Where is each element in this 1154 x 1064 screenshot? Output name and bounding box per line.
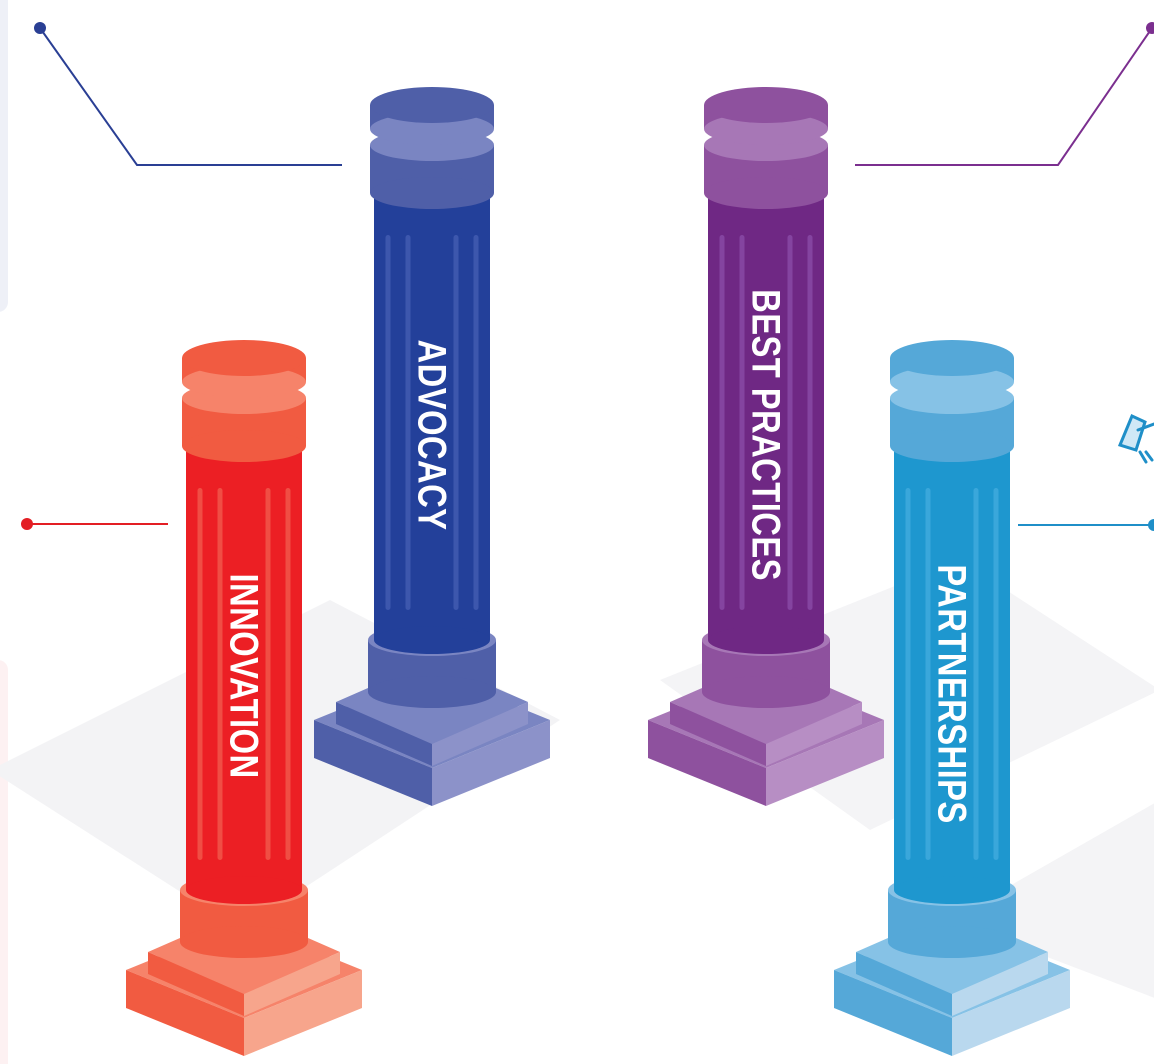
connector-dot (1148, 519, 1154, 531)
pillar-partnerships: PARTNERSHIPS (834, 340, 1070, 1056)
connector-best-practices (855, 22, 1154, 166)
pillar-label-best-practices: BEST PRACTICES (744, 289, 789, 581)
pillar-label-partnerships: PARTNERSHIPS (930, 564, 975, 823)
connector-dot (21, 518, 33, 530)
pillar-label-innovation: INNOVATION (222, 573, 267, 778)
pillar-innovation: INNOVATION (126, 340, 362, 1056)
pillar-capital (370, 87, 494, 209)
connector-partnerships (1018, 519, 1154, 531)
pillar-capital (890, 340, 1014, 462)
pillar-capital (182, 340, 306, 462)
pillar-capital (704, 87, 828, 209)
connector-dot (1146, 22, 1154, 34)
handshake-icon (1117, 413, 1154, 464)
pillar-shaft (374, 195, 490, 654)
pillar-best-practices: BEST PRACTICES (648, 87, 884, 806)
connector-innovation (21, 518, 168, 530)
pillar-shaft (186, 448, 302, 904)
pillar-advocacy: ADVOCACY (314, 87, 550, 806)
left-panel-top (0, 0, 8, 312)
pillar-shaft (894, 448, 1010, 904)
pillar-shaft (708, 195, 824, 654)
pillar-label-advocacy: ADVOCACY (410, 340, 455, 531)
connector-advocacy (34, 22, 342, 166)
floor-shadow (950, 803, 1154, 998)
connector-dot (34, 22, 46, 34)
left-panel-bottom (0, 660, 8, 1064)
